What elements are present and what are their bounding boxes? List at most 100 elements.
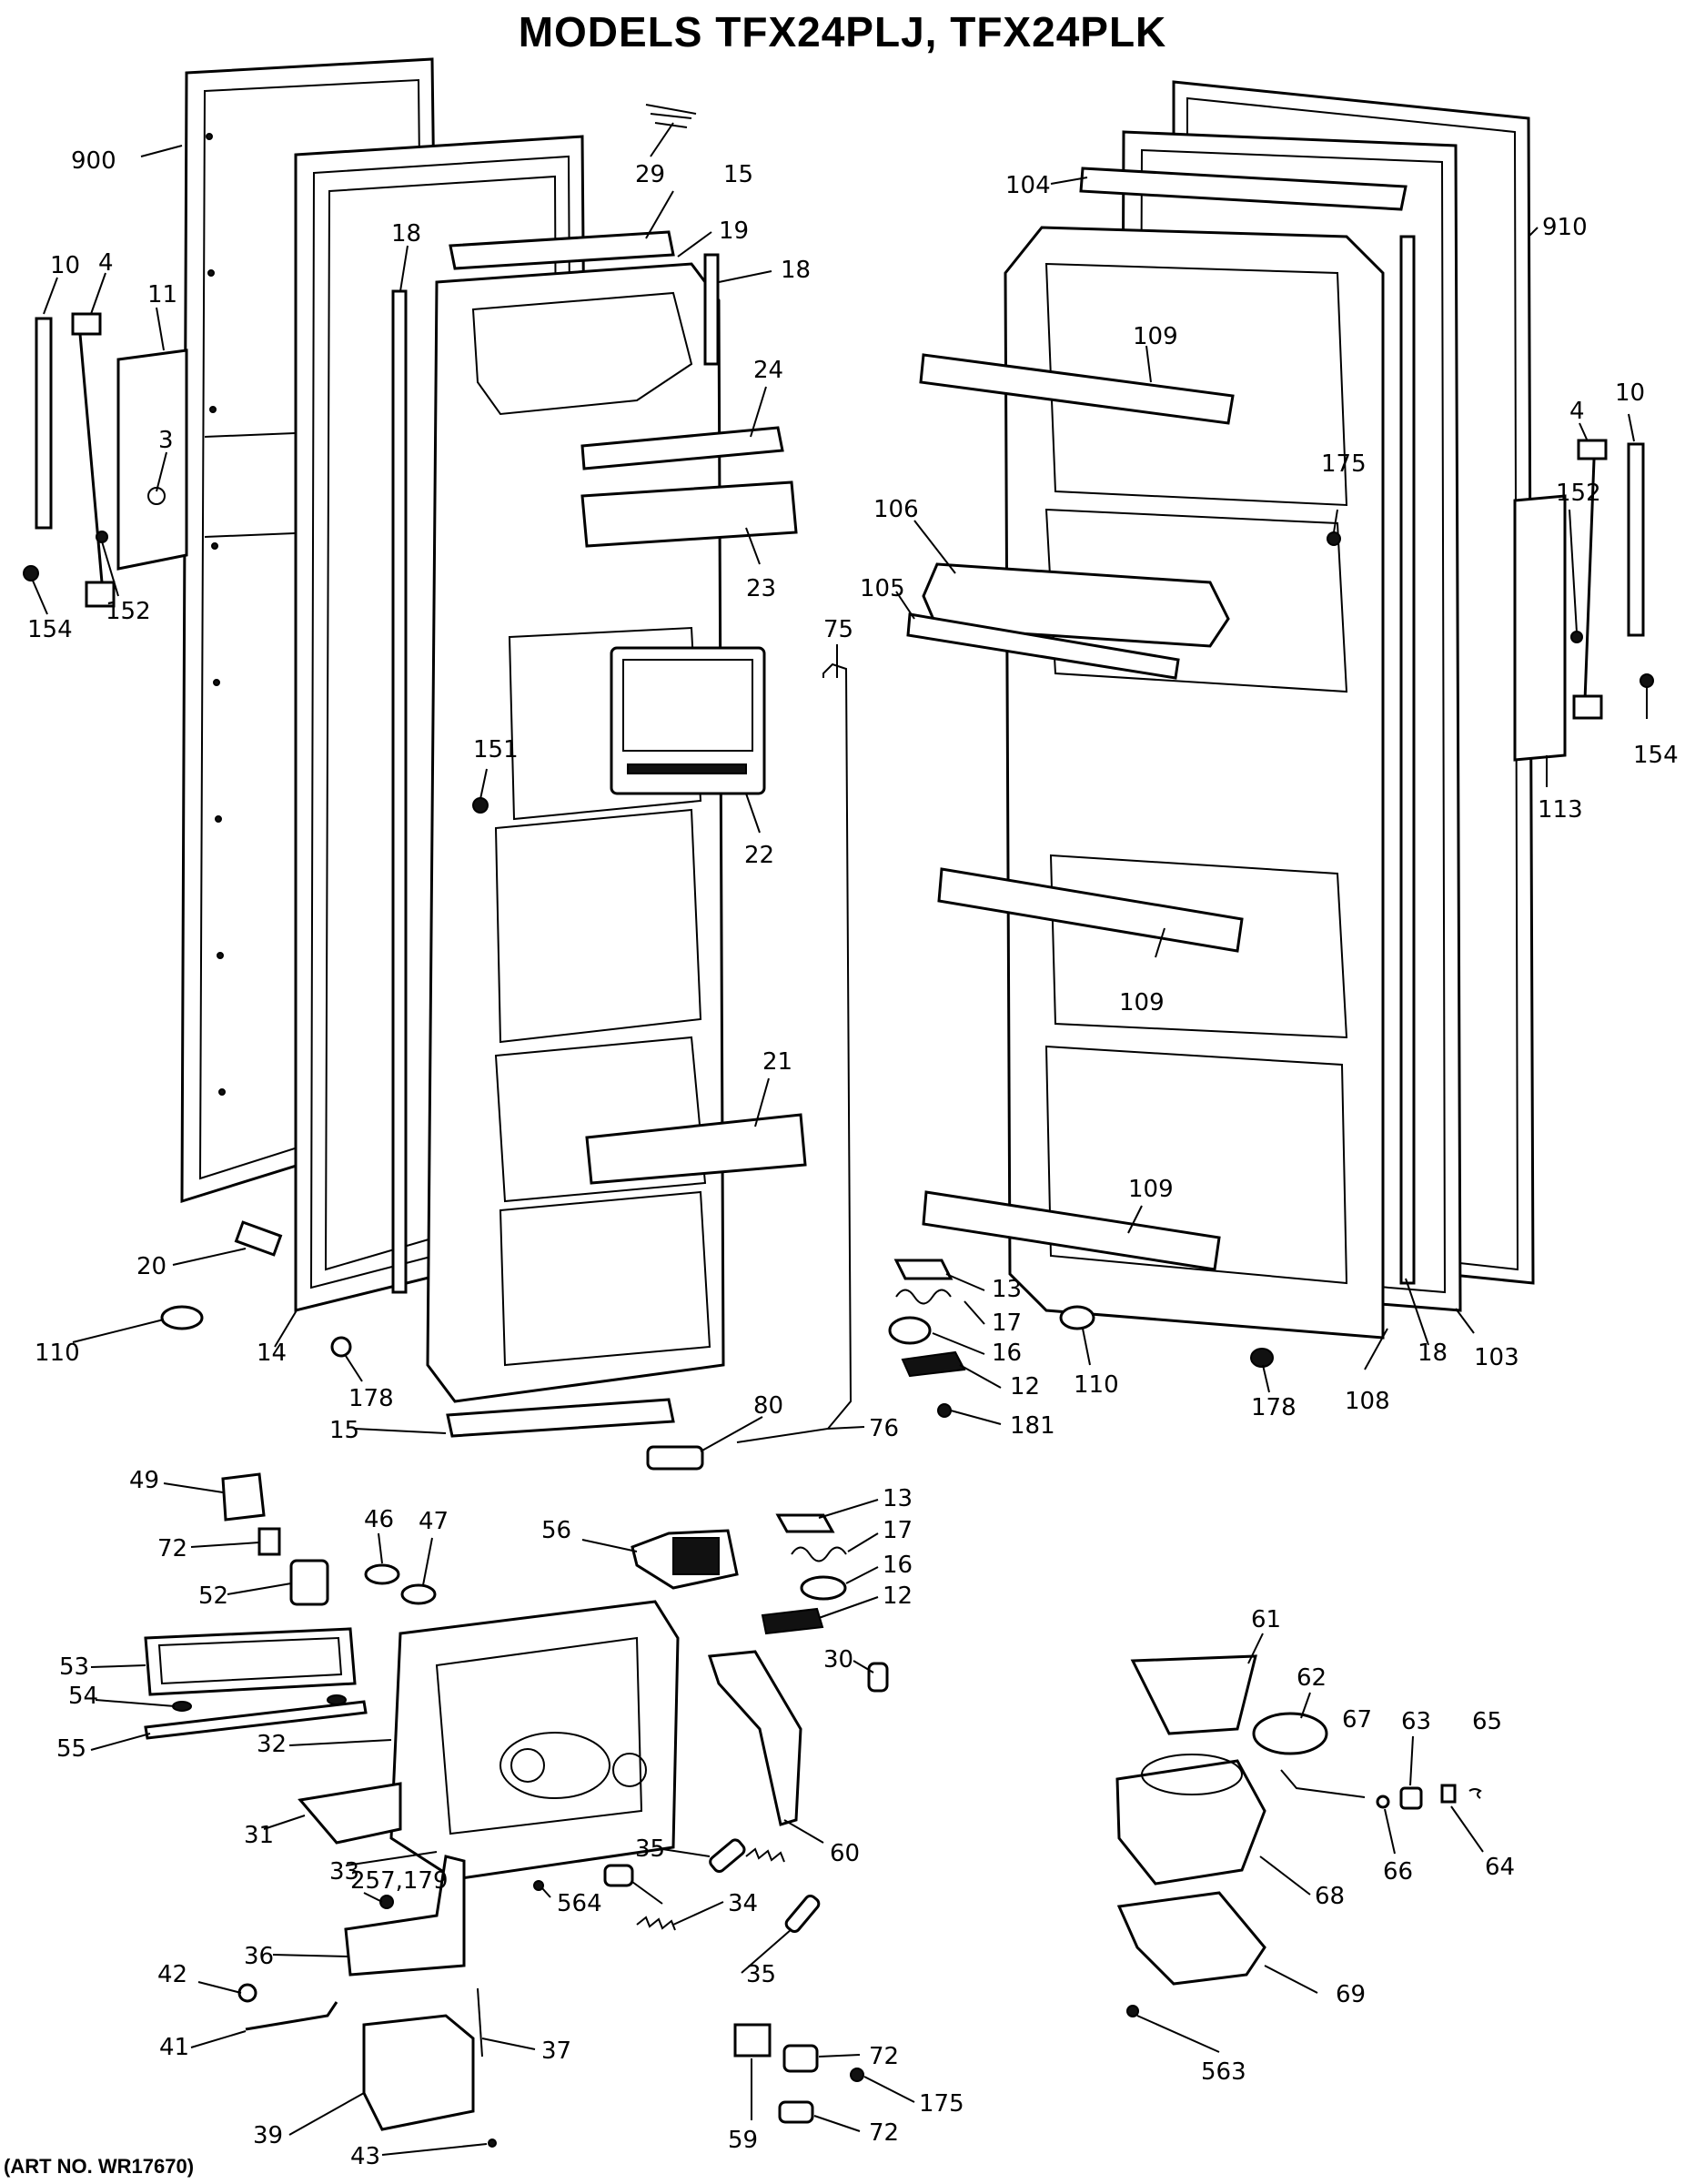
- callout: 63: [1401, 1708, 1431, 1735]
- breaker-strip-18c: [1399, 235, 1416, 1285]
- bumper-178: [330, 1336, 352, 1358]
- callout: 37: [541, 2037, 571, 2065]
- cam-16a: [888, 1316, 932, 1345]
- callout: 62: [1297, 1664, 1327, 1692]
- screw-175b: [850, 2068, 864, 2082]
- switch-72c: [778, 2100, 814, 2124]
- screw-154: [23, 565, 39, 581]
- callout: 29: [635, 161, 665, 188]
- door-plate-113: [1513, 494, 1567, 762]
- top-rail-15: [449, 230, 675, 270]
- callout: 13: [883, 1485, 913, 1512]
- callout: 105: [860, 575, 905, 602]
- screw-152: [96, 531, 108, 543]
- part-47: [400, 1583, 437, 1605]
- callout: 68: [1315, 1883, 1345, 1910]
- callout: 109: [1119, 989, 1165, 1016]
- breaker-strip-18: [391, 289, 408, 1294]
- callout: 14: [257, 1340, 287, 1367]
- callout: 15: [723, 161, 753, 188]
- art-number: (ART NO. WR17670): [4, 2155, 195, 2178]
- callout: 34: [728, 1890, 758, 1917]
- cover-39: [362, 2014, 475, 2131]
- part-46: [364, 1563, 400, 1585]
- cap-110: [160, 1305, 204, 1330]
- callout: 154: [1633, 742, 1679, 769]
- callout: 72: [869, 2119, 899, 2147]
- freezer-door-liner: [426, 262, 725, 1403]
- callout: 18: [1418, 1340, 1448, 1367]
- screw-181: [937, 1403, 952, 1418]
- callout: 21: [762, 1048, 792, 1076]
- callout: 108: [1345, 1388, 1390, 1415]
- callout: 23: [746, 575, 776, 602]
- shelf-109b: [937, 867, 1244, 953]
- plate-13a: [893, 1259, 953, 1280]
- callout: 66: [1383, 1858, 1413, 1886]
- drip-tray-31: [298, 1782, 402, 1845]
- shelf-21: [585, 1113, 807, 1185]
- screw-175: [1327, 531, 1341, 546]
- callout: 59: [728, 2127, 758, 2154]
- strip-104: [1079, 167, 1408, 211]
- breaker-strip-18b: [703, 253, 720, 366]
- callout: 80: [753, 1392, 783, 1420]
- callout: 76: [869, 1415, 899, 1442]
- callout: 152: [1556, 480, 1601, 507]
- callout: 16: [883, 1552, 913, 1579]
- diagram-title: MODELS TFX24PLJ, TFX24PLK: [518, 8, 1167, 56]
- callout: 49: [129, 1467, 159, 1494]
- fresh-food-door-liner: [1004, 226, 1385, 1340]
- callout: 42: [157, 1961, 187, 1988]
- callout: 69: [1336, 1981, 1366, 2008]
- callout: 900: [71, 147, 116, 175]
- callout: 3: [158, 427, 174, 454]
- callout: 64: [1485, 1854, 1515, 1881]
- callout: 67: [1342, 1706, 1372, 1734]
- trim-strip: [35, 317, 53, 530]
- callout: 910: [1542, 214, 1588, 241]
- callout: 52: [198, 1582, 228, 1610]
- housing-68: [1115, 1759, 1266, 1886]
- washer-66: [1376, 1795, 1390, 1809]
- screw-563: [1126, 2005, 1139, 2017]
- callout: 110: [1074, 1371, 1119, 1399]
- callout: 39: [253, 2122, 283, 2149]
- callout: 175: [1321, 450, 1367, 478]
- callout: 56: [541, 1517, 571, 1544]
- callout: 46: [364, 1506, 394, 1533]
- wire-37: [477, 1987, 483, 2058]
- spring-17b: [791, 1546, 847, 1562]
- callout: 15: [329, 1417, 359, 1444]
- hinge-pin-20: [234, 1220, 283, 1257]
- harness-41: [245, 2001, 338, 2031]
- callout: 12: [1010, 1373, 1040, 1400]
- callout: 65: [1472, 1708, 1502, 1735]
- callout: 54: [68, 1683, 98, 1710]
- callout: 36: [244, 1943, 274, 1970]
- brush-29: [645, 104, 697, 128]
- callout: 60: [830, 1840, 860, 1867]
- bracket-12b: [761, 1607, 824, 1635]
- shelf-23: [580, 480, 798, 548]
- shelf-109c: [922, 1190, 1221, 1271]
- callout: 154: [27, 616, 73, 643]
- coupler-80: [646, 1445, 704, 1471]
- clip-30: [867, 1662, 889, 1693]
- solenoid-56: [631, 1529, 739, 1590]
- pin-35b: [603, 1864, 634, 1887]
- callout: 18: [781, 257, 811, 284]
- bracket-60: [707, 1650, 802, 1826]
- knob-63: [1399, 1786, 1423, 1810]
- clip-42: [237, 1983, 257, 2003]
- shelf-bar-24: [580, 426, 784, 470]
- spring-34b: [636, 1916, 676, 1931]
- callout: 61: [1251, 1606, 1281, 1633]
- callout: 33: [329, 1858, 359, 1886]
- trim-strip-10b: [1627, 442, 1645, 637]
- callout: 564: [557, 1890, 602, 1917]
- callout: 152: [106, 598, 151, 625]
- callout: 24: [753, 357, 783, 384]
- bin-shelf-105: [906, 612, 1180, 680]
